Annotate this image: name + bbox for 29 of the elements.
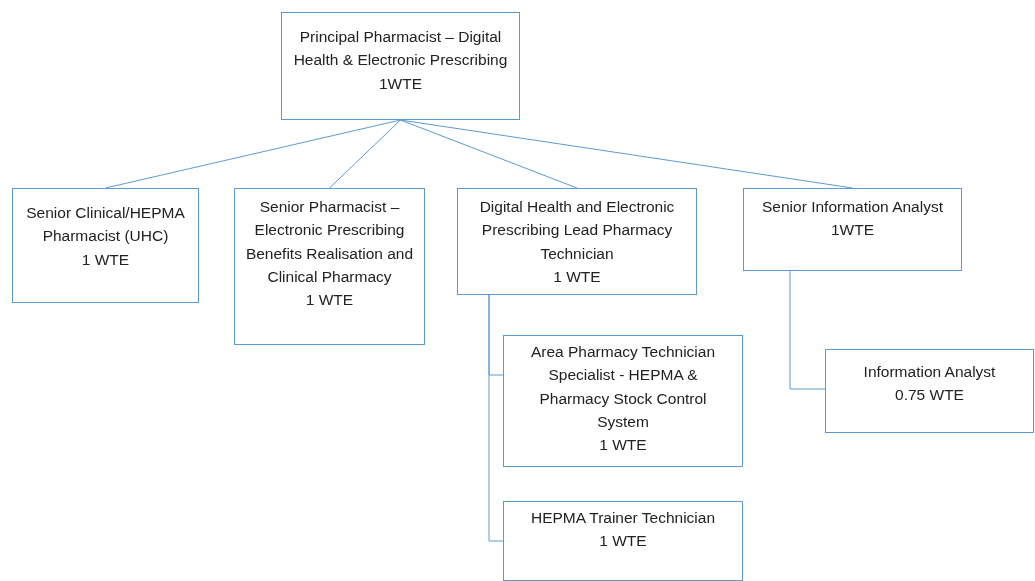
role-title: Senior Information Analyst xyxy=(762,197,943,217)
role-box xyxy=(234,188,425,345)
connector-line xyxy=(329,119,401,189)
role-box xyxy=(503,335,743,467)
connector-line xyxy=(105,119,401,189)
role-title: Information Analyst xyxy=(863,362,996,382)
wte-label: 1 WTE xyxy=(599,435,647,455)
role-title: Digital Health and Electronic Prescribing Lead Pharmacy Technician xyxy=(478,197,676,264)
wte-label: 1 WTE xyxy=(599,531,647,552)
role-title: Principal Pharmacist – Digital Health & Electronic Prescribing xyxy=(292,27,509,71)
role-box xyxy=(457,188,697,295)
role-box xyxy=(743,188,962,271)
wte-label: 0.75 WTE xyxy=(895,385,964,406)
connector-line xyxy=(789,270,826,390)
role-title: Area Pharmacy Technician Specialist - HEPMA & Pharmacy Stock Control System xyxy=(529,342,717,432)
role-box xyxy=(281,12,520,120)
role-box xyxy=(12,188,199,303)
role-title: Senior Clinical/HEPMA Pharmacist (UHC) xyxy=(25,203,186,247)
wte-label: 1WTE xyxy=(378,73,423,94)
connector-line xyxy=(488,294,504,542)
role-box xyxy=(503,501,743,581)
wte-label: 1 WTE xyxy=(553,266,601,287)
role-title: Senior Pharmacist – Electronic Prescribing Benefits Realisation and Clinical Pharmacy xyxy=(244,197,415,287)
wte-label: 1 WTE xyxy=(81,249,130,270)
connector-line xyxy=(400,119,578,189)
wte-label: 1 WTE xyxy=(305,290,354,310)
role-title: HEPMA Trainer Technician xyxy=(530,508,716,528)
role-box xyxy=(825,349,1034,433)
wte-label: 1WTE xyxy=(830,220,875,241)
